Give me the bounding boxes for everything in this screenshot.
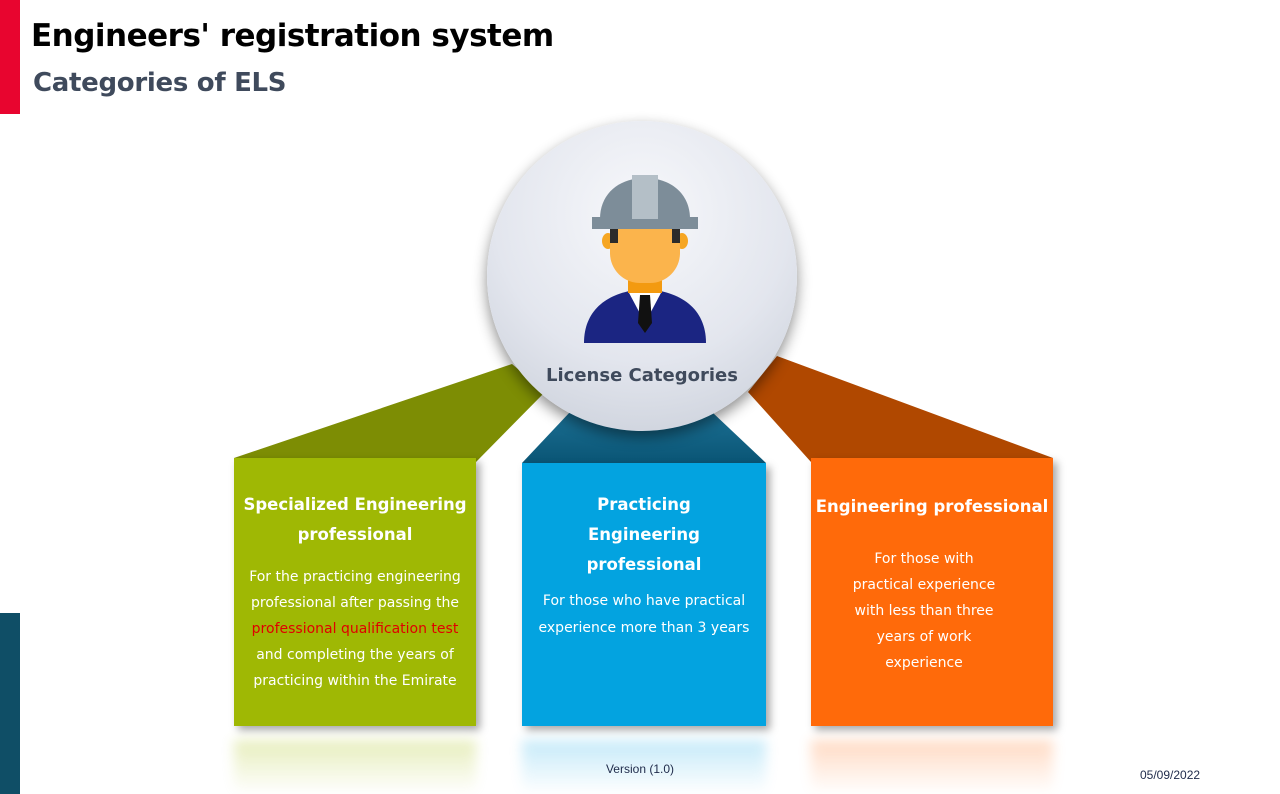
card-practicing-engineering[interactable]: Practicing Engineering professional For …: [522, 463, 766, 726]
card-title: Engineering professional: [815, 497, 1049, 516]
card-description: For those who have practical experience …: [538, 593, 750, 636]
engineer-icon: [584, 175, 706, 343]
card-engineering-professional[interactable]: Engineering professional For those with …: [811, 458, 1053, 726]
connector-blue: [522, 412, 766, 463]
page-title: Engineers' registration system: [31, 18, 554, 54]
card-title: Practicing Engineering professional: [586, 495, 702, 574]
card-description: For those with practical experience with…: [852, 551, 996, 671]
card-reflection: [522, 740, 766, 794]
connector-orange: [748, 356, 1053, 462]
connector-green: [234, 364, 545, 462]
circle-label: License Categories: [546, 365, 738, 386]
date-label: 05/09/2022: [1140, 768, 1201, 782]
card-desc-highlight: professional qualification test: [251, 621, 459, 637]
license-categories-circle[interactable]: License Categories: [487, 121, 797, 431]
page-subtitle: Categories of ELS: [33, 68, 287, 98]
card-reflection: [811, 740, 1053, 794]
version-label: Version (1.0): [605, 762, 675, 776]
card-reflection: [234, 740, 476, 794]
accent-bar-top: [0, 0, 20, 114]
card-specialized-engineering[interactable]: Specialized Engineering professional For…: [234, 458, 476, 726]
card-title: Specialized Engineering professional: [243, 495, 467, 544]
card-desc-text: For the practicing engineering professio…: [249, 569, 461, 611]
card-desc-text: and completing the years of practicing w…: [253, 647, 457, 689]
card-description: For the practicing engineering professio…: [234, 564, 476, 694]
accent-bar-bottom: [0, 613, 20, 794]
